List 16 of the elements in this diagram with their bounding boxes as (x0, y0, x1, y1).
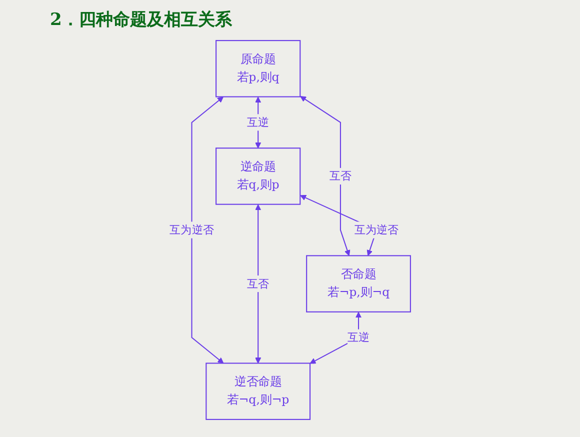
arrow (300, 96, 350, 256)
node-box: 逆命题 若q,则p (216, 148, 301, 205)
node-box: 逆否命题 若¬q,则¬p (206, 362, 311, 420)
node-box: 原命题 若p,则q (216, 40, 301, 98)
edge-label: 互否 (246, 276, 270, 290)
arrow (255, 204, 262, 364)
edge-label: 互逆 (347, 330, 370, 344)
edge-label: 互逆 (246, 116, 270, 129)
arrow (310, 312, 362, 364)
edge-label: 互否 (329, 169, 352, 182)
arrow (255, 96, 262, 148)
arrow (191, 96, 224, 364)
edge-label: 互为逆否 (170, 223, 214, 236)
node-box: 否命题 若¬p,则¬q (306, 255, 411, 312)
edge-label: 互为逆否 (354, 223, 399, 236)
title: 2．四种命题及相互关系 (49, 9, 233, 32)
